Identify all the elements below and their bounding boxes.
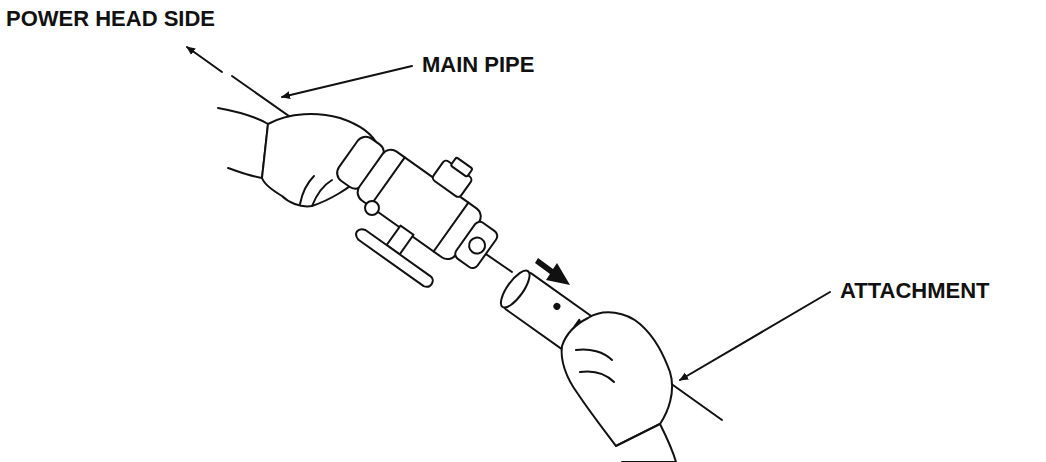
part-label: MAIN PIPE — [422, 52, 534, 78]
part-label: ATTACHMENT — [840, 278, 990, 304]
hand-finger — [300, 176, 314, 204]
hand-finger — [576, 349, 612, 360]
screw — [365, 201, 379, 215]
hand-finger — [312, 180, 332, 206]
leader-line — [680, 292, 830, 380]
push-arrow — [535, 258, 570, 285]
sleeve — [218, 108, 268, 178]
hand-finger — [580, 371, 614, 382]
part-label: POWER HEAD SIDE — [6, 6, 215, 32]
sleeve — [616, 424, 676, 462]
coupling — [311, 105, 521, 305]
direction-arrow — [187, 47, 222, 72]
leader-line — [282, 66, 412, 97]
